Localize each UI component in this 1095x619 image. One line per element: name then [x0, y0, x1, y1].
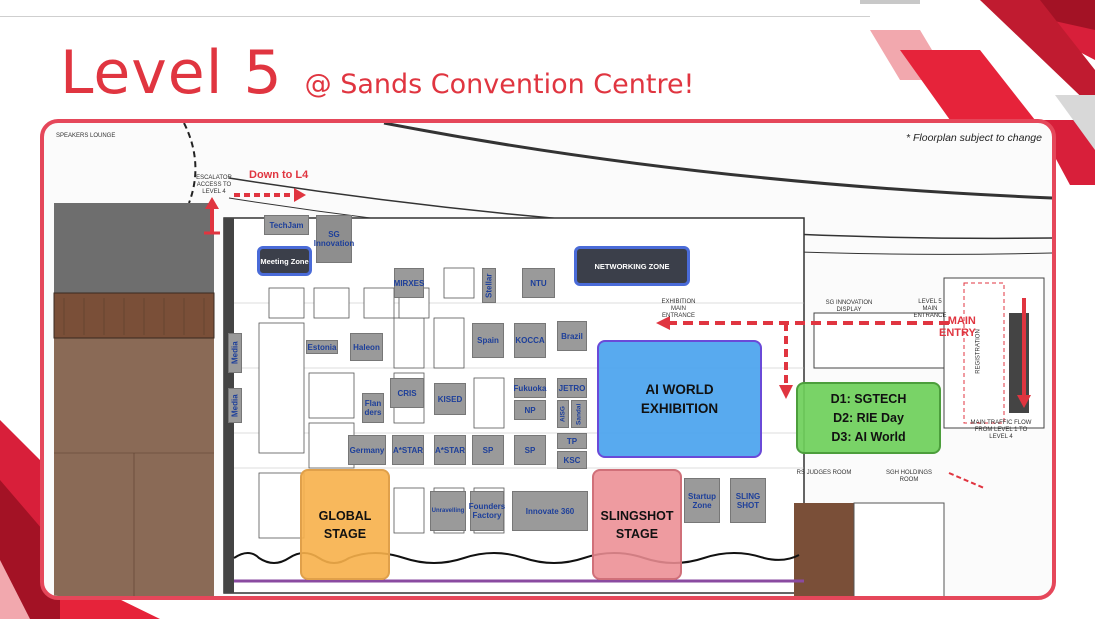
main-entry-line2: ENTRY: [939, 327, 976, 339]
day2-label: D2: RIE Day: [833, 410, 904, 425]
holdings-room-label: SGH HOLDINGS ROOM: [885, 470, 932, 483]
sg-innovation-display-label: SG INNOVATION DISPLAY: [825, 300, 873, 313]
booth-tp[interactable]: TP: [557, 433, 587, 449]
traffic-flow-label: MAIN TRAFFIC FLOW FROM LEVEL 1 TO LEVEL …: [970, 420, 1032, 440]
booth-media-1[interactable]: Media: [228, 333, 242, 373]
booth-media-2[interactable]: Media: [228, 388, 242, 423]
booth-stellar[interactable]: Stellar: [482, 268, 496, 303]
booth-flanders[interactable]: Flan ders: [362, 393, 384, 423]
booth-haleon[interactable]: Haleon: [350, 333, 383, 361]
booth-ntu[interactable]: NTU: [522, 268, 555, 298]
booth-startup-zone[interactable]: Startup Zone: [684, 478, 720, 523]
booth-kised[interactable]: KISED: [434, 383, 466, 415]
networking-zone[interactable]: NETWORKING ZONE: [574, 246, 690, 286]
global-stage-zone[interactable]: GLOBAL STAGE: [300, 469, 390, 580]
booth-sandai[interactable]: Sandai: [571, 400, 587, 428]
global-stage-line2: STAGE: [323, 526, 367, 541]
title-subtitle: @ Sands Convention Centre!: [304, 69, 695, 100]
booth-astar-1[interactable]: A*STAR: [392, 435, 424, 465]
ai-world-label: AI WORLD EXHIBITION: [640, 382, 719, 416]
global-stage-line1: GLOBAL: [318, 508, 372, 523]
booth-unravelling[interactable]: Unravelling: [430, 491, 466, 531]
speakers-lounge-label: SPEAKERS LOUNGE: [56, 133, 116, 139]
booth-innovate-360[interactable]: Innovate 360: [512, 491, 588, 531]
floorplan-map: * Floorplan subject to change SPEAKERS L…: [40, 119, 1056, 600]
booth-fukuoka[interactable]: Fukuoka: [514, 378, 546, 398]
booth-aisg[interactable]: AISG: [557, 400, 569, 428]
booth-jetro[interactable]: JETRO: [557, 378, 587, 398]
meeting-zone[interactable]: Meeting Zone: [257, 246, 312, 276]
page-title: Level 5 @ Sands Convention Centre!: [60, 38, 694, 108]
booth-brazil[interactable]: Brazil: [557, 321, 587, 351]
booth-founders-factory[interactable]: Founders Factory: [469, 491, 505, 531]
floorplan-note: * Floorplan subject to change: [905, 132, 1042, 144]
booth-sp-1[interactable]: SP: [472, 435, 504, 465]
main-entry-label: MAIN ENTRY: [939, 315, 976, 339]
booth-np[interactable]: NP: [514, 400, 546, 420]
booth-ksc[interactable]: KSC: [557, 451, 587, 469]
booth-sp-2[interactable]: SP: [514, 435, 546, 465]
booth-kocca[interactable]: KOCCA: [514, 323, 546, 358]
level5-entrance-label: LEVEL 5 MAIN ENTRANCE: [913, 299, 947, 319]
registration-label: REGISTRATION: [975, 329, 982, 374]
booth-techjam[interactable]: TechJam: [264, 215, 309, 235]
top-divider: [0, 16, 870, 17]
slingshot-stage-zone[interactable]: SLINGSHOT STAGE: [592, 469, 682, 580]
down-to-l4-label: Down to L4: [249, 169, 309, 181]
booth-spain[interactable]: Spain: [472, 323, 504, 358]
booth-astar-2[interactable]: A*STAR: [434, 435, 466, 465]
title-level: Level 5: [60, 38, 283, 108]
slingshot-stage-line2: STAGE: [615, 526, 659, 541]
day3-label: D3: AI World: [831, 429, 906, 444]
booth-mirxes[interactable]: MIRXES: [394, 268, 424, 298]
main-entry-line1: MAIN: [947, 315, 976, 327]
ai-world-exhibition-zone[interactable]: AI WORLD EXHIBITION: [597, 340, 762, 458]
booth-estonia[interactable]: Estonia: [306, 340, 338, 354]
booth-germany[interactable]: Germany: [348, 435, 386, 465]
booth-slingshot[interactable]: SLING SHOT: [730, 478, 766, 523]
judges-room-label: RS JUDGES ROOM: [796, 470, 852, 476]
booth-cris[interactable]: CRIS: [390, 378, 424, 408]
slingshot-stage-line1: SLINGSHOT: [600, 508, 674, 523]
day1-label: D1: SGTECH: [830, 391, 907, 406]
escalator-label: ESCALATOR ACCESS TO LEVEL 4: [196, 175, 232, 195]
days-zone[interactable]: D1: SGTECH D2: RIE Day D3: AI World: [796, 382, 941, 454]
booth-sg-innovation[interactable]: SG Innovation: [314, 215, 354, 263]
exhibition-entrance-label: EXHIBITION MAIN ENTRANCE: [661, 299, 696, 319]
